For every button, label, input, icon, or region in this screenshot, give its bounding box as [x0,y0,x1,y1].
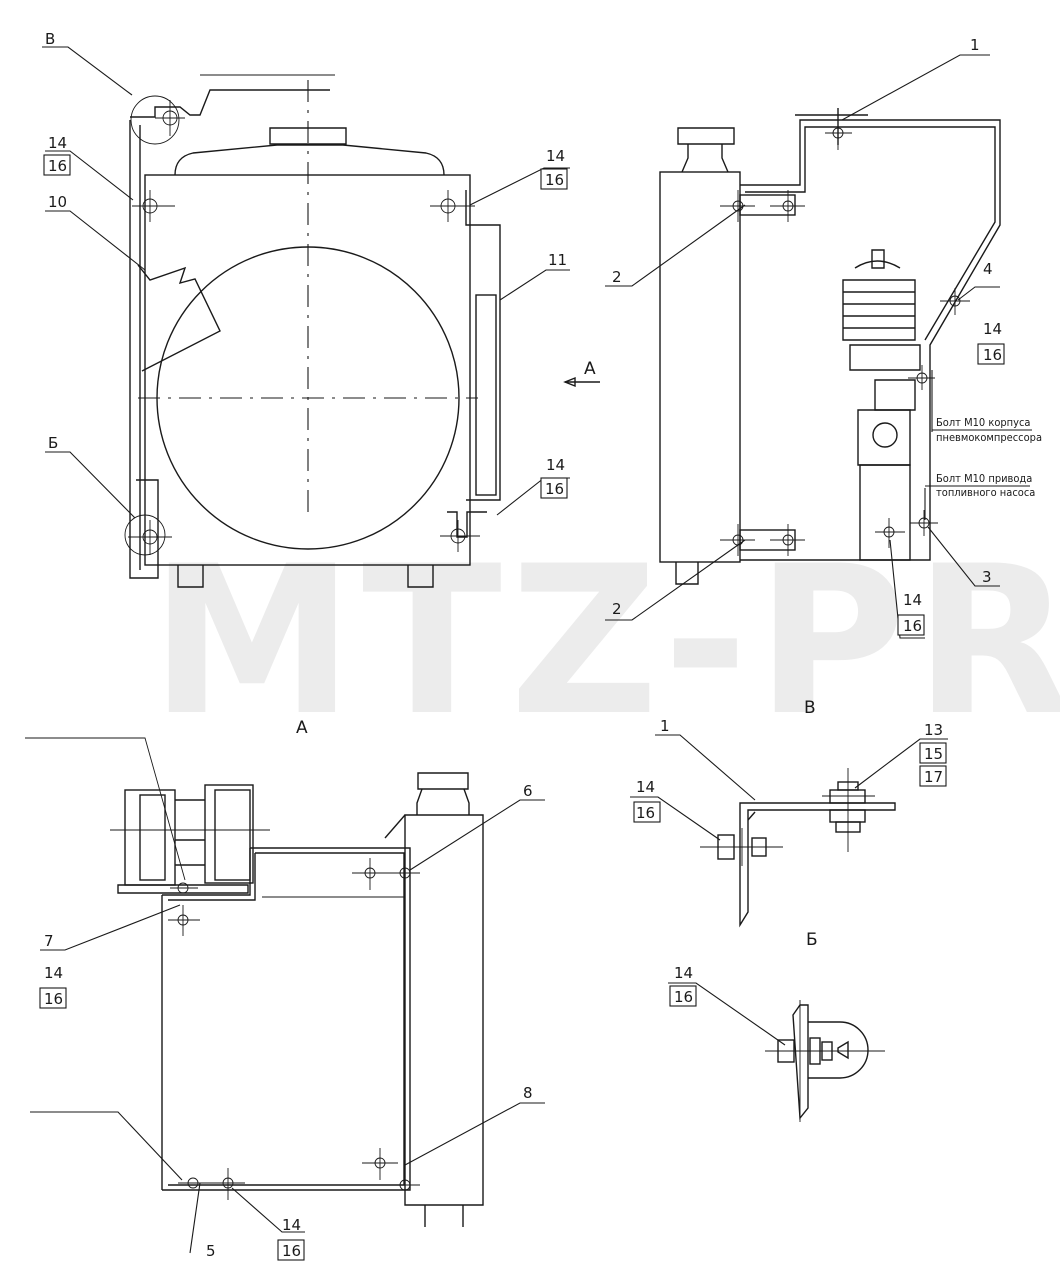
view-a [25,737,484,1227]
note-bolt-compressor: Болт М10 корпуса [936,416,1031,429]
view-title-v: В [804,698,816,718]
label-2: 2 [612,600,622,618]
label-15: 15 [924,745,943,763]
detail-b-labels: 14 16 [674,964,693,1006]
view-title-a: А [296,718,308,738]
view-title-b: Б [806,930,818,950]
label-view-v: В [45,30,55,48]
note-bolt-pump-2: топливного насоса [936,486,1035,499]
label-1: 1 [660,717,670,735]
detail-v-leaders [630,734,948,841]
label-view-b: Б [48,434,58,452]
label-16: 16 [44,990,63,1008]
label-14: 14 [546,456,565,474]
label-16: 16 [674,988,693,1006]
label-10: 10 [48,193,67,211]
detail-b-leaders [668,982,786,1046]
label-17: 17 [924,768,943,786]
watermark: MTZ-PRO [150,523,1060,761]
label-16: 16 [903,617,922,635]
label-16: 16 [983,346,1002,364]
detail-circle-v [130,95,180,145]
label-14: 14 [546,147,565,165]
detail-v [700,768,896,928]
label-5: 5 [206,1242,216,1260]
label-16: 16 [545,480,564,498]
view2-leaders [605,54,1032,639]
label-14: 14 [903,591,922,609]
label-14: 14 [48,134,67,152]
note-bolt-pump: Болт М10 привода [936,472,1032,485]
radiator-side-view [659,108,1001,585]
arrow-view-a: А [584,359,596,379]
detail-circle-b [124,514,166,556]
label-14: 14 [44,964,63,982]
label-14: 14 [636,778,655,796]
label-16: 16 [545,171,564,189]
view2-labels: 1 2 4 14 16 2 3 14 16 Болт М10 корпуса п… [612,36,1042,635]
detail-b [765,1000,885,1122]
label-6: 6 [523,782,533,800]
label-16: 16 [282,1242,301,1260]
label-14: 14 [983,320,1002,338]
note-bolt-compressor-2: пневмокомпрессора [936,431,1042,444]
detail-v-labels: 1 14 16 13 15 17 [636,717,943,822]
label-4: 4 [983,260,993,278]
view1-leaders [42,46,570,519]
label-7: 7 [44,932,54,950]
label-11: 11 [548,251,567,269]
label-8: 8 [523,1084,533,1102]
view-a-leaders [30,799,545,1261]
label-14: 14 [282,1216,301,1234]
label-16: 16 [48,157,67,175]
label-14: 14 [674,964,693,982]
view-a-labels: 6 8 7 14 16 5 14 16 [44,782,533,1260]
label-1: 1 [970,36,980,54]
radiator-front-view [124,74,600,588]
label-13: 13 [924,721,943,739]
label-16: 16 [636,804,655,822]
view1-labels: В 14 16 10 Б 14 16 11 14 16 А [45,30,596,498]
label-3: 3 [982,568,992,586]
label-2: 2 [612,268,622,286]
